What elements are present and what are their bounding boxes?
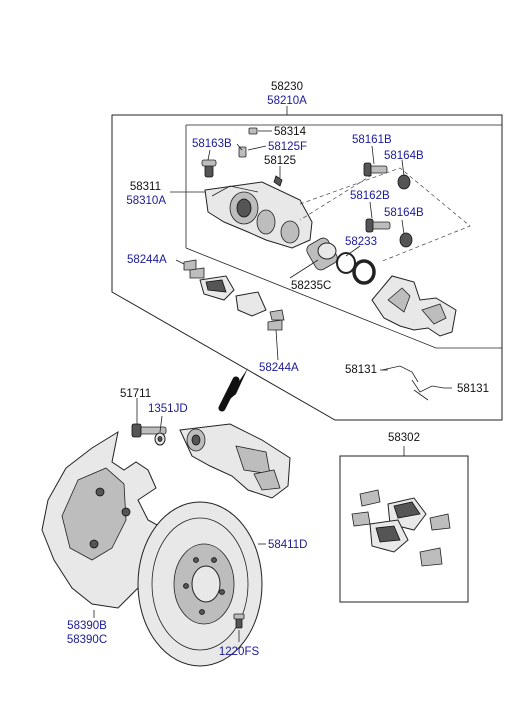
label-58162B: 58162B bbox=[350, 190, 390, 202]
label-caliper-assy-1: 58230 bbox=[271, 81, 303, 93]
label-58302: 58302 bbox=[388, 432, 420, 444]
pad-kit-parts bbox=[351, 489, 451, 567]
label-1220FS: 1220FS bbox=[219, 646, 260, 658]
assembled-caliper bbox=[179, 423, 291, 499]
label-caliper-assy-2: 58210A bbox=[267, 95, 307, 107]
label-58161B: 58161B bbox=[352, 134, 392, 146]
label-58131-right: 58131 bbox=[457, 383, 489, 395]
label-58310A: 58310A bbox=[126, 195, 166, 207]
caliper-subassembly-frame bbox=[185, 124, 503, 349]
bolt-58163B-part bbox=[201, 159, 217, 178]
label-58411D: 58411D bbox=[268, 539, 307, 551]
screw-1220FS-part bbox=[233, 613, 245, 629]
label-58233: 58233 bbox=[345, 236, 377, 248]
caliper-body bbox=[204, 181, 313, 249]
seals bbox=[336, 252, 376, 285]
label-51711: 51711 bbox=[120, 388, 151, 400]
leader-lines bbox=[93, 130, 452, 642]
brake-disc bbox=[137, 501, 263, 667]
label-58311: 58311 bbox=[130, 181, 161, 193]
piston bbox=[306, 237, 338, 271]
bolt-51711-part bbox=[131, 423, 167, 438]
label-58164B-top: 58164B bbox=[384, 150, 424, 162]
bleeder-parts bbox=[238, 127, 283, 187]
label-58131-left: 58131 bbox=[345, 364, 377, 376]
washer-part bbox=[154, 432, 166, 446]
label-58244A-bottom: 58244A bbox=[259, 362, 299, 374]
label-58244A-top: 58244A bbox=[127, 254, 167, 266]
label-58235C: 58235C bbox=[291, 280, 331, 292]
label-58163B: 58163B bbox=[192, 138, 232, 150]
anti-rattle-springs bbox=[381, 365, 445, 401]
label-58125F: 58125F bbox=[268, 141, 307, 153]
pad-kit-frame bbox=[339, 455, 469, 603]
label-58314: 58314 bbox=[274, 126, 307, 138]
pads-exploded bbox=[183, 259, 285, 331]
dust-shield bbox=[41, 430, 171, 609]
label-58125: 58125 bbox=[264, 155, 296, 167]
guide-pins bbox=[363, 162, 413, 248]
label-58164B-bottom: 58164B bbox=[384, 207, 424, 219]
label-58390B: 58390B bbox=[67, 620, 107, 632]
label-1351JD: 1351JD bbox=[148, 403, 188, 415]
caliper-assembly-frame bbox=[111, 114, 503, 421]
carrier-bracket bbox=[371, 275, 457, 337]
label-58390C: 58390C bbox=[67, 634, 107, 646]
